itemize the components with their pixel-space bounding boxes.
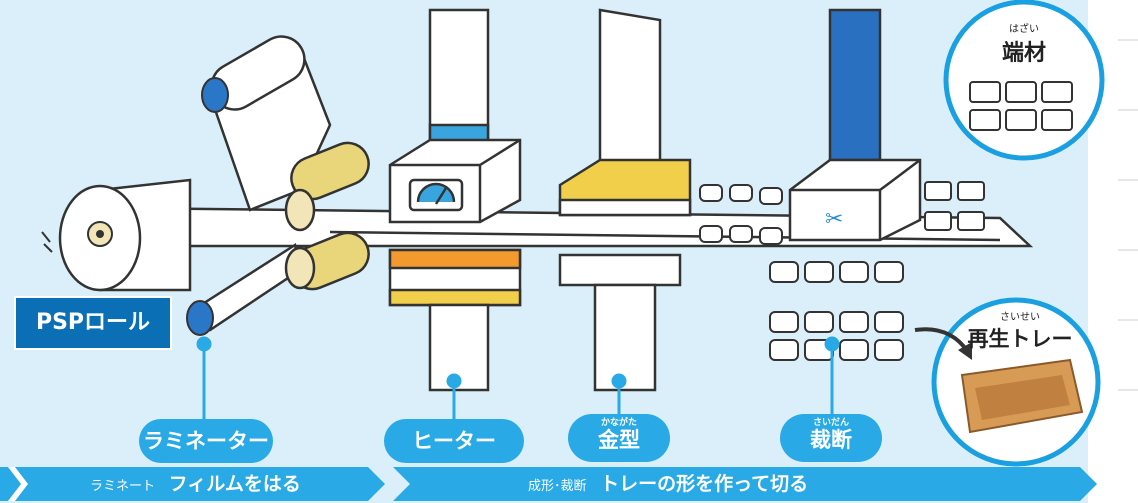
- laminator-rollers: [284, 141, 370, 291]
- step-forming-tag: 成形･裁断: [528, 479, 587, 494]
- scrap-ruby: はざい: [1009, 24, 1039, 35]
- cutter-unit: ✂: [788, 8, 922, 242]
- heater-unit: [388, 8, 522, 392]
- scrap-text: 端材: [1001, 41, 1046, 66]
- laminator-label: ラミネーター: [139, 419, 273, 463]
- mold-unit: [558, 8, 692, 392]
- recycled-ruby: さいせい: [1000, 312, 1040, 323]
- scrap-label: はざい 端材: [964, 20, 1084, 67]
- connector-lines: [196, 336, 840, 420]
- psp-roll: [41, 178, 192, 292]
- step-laminate-banner: ラミネート フィルムをはる: [90, 467, 301, 501]
- scrap-sheet: [924, 181, 985, 231]
- cutting-label: さいだん 裁断: [780, 414, 882, 462]
- recycled-text: 再生トレー: [967, 327, 1073, 351]
- step-laminate-tag: ラミネート: [90, 479, 156, 494]
- step-forming-banner: 成形･裁断 トレーの形を作って切る: [528, 467, 808, 501]
- step-laminate-title: フィルムをはる: [168, 473, 301, 495]
- mold-ruby: かながた: [600, 418, 637, 428]
- svg-text:✂: ✂: [825, 207, 843, 232]
- step-forming-title: トレーの形を作って切る: [600, 473, 809, 495]
- heater-label: ヒーター: [384, 419, 524, 463]
- recycled-tray-callout: [914, 297, 1101, 467]
- formed-trays: [699, 184, 783, 245]
- recycled-tray-label: さいせい 再生トレー: [950, 308, 1090, 353]
- cutting-text: 裁断: [810, 428, 852, 452]
- cut-tray-stack: [769, 261, 904, 361]
- chevron-forming: [393, 467, 1097, 501]
- chevron-laminate: [0, 467, 385, 501]
- cutting-ruby: さいだん: [812, 418, 849, 428]
- mold-text: 金型: [598, 428, 640, 452]
- mold-label: かながた 金型: [568, 414, 670, 462]
- psp-roll-label: PSPロール: [14, 296, 172, 350]
- scrap-callout: [943, 0, 1105, 161]
